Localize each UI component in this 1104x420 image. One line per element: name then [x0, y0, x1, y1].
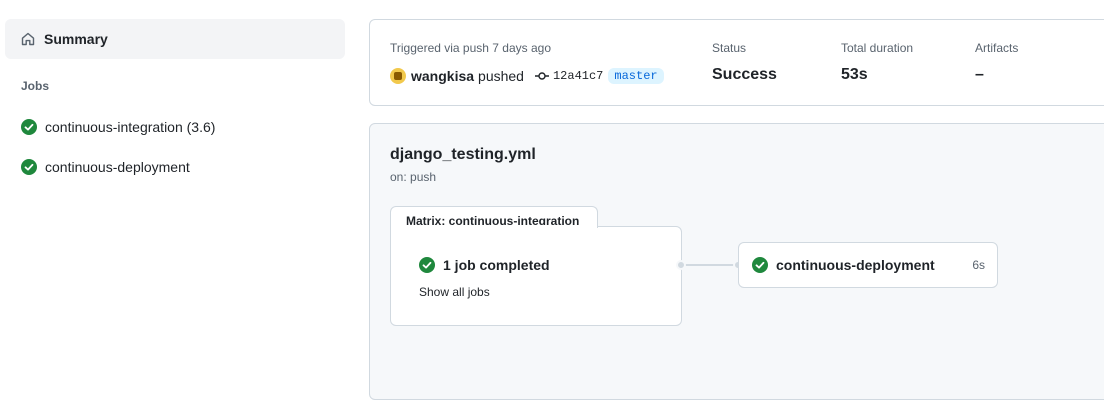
check-circle-icon	[752, 257, 768, 273]
run-summary-card	[369, 19, 1104, 106]
sidebar-item-summary[interactable]: Summary	[5, 19, 345, 59]
matrix-tab: Matrix: continuous-integration	[390, 206, 598, 228]
duration-label: Total duration	[841, 41, 914, 55]
matrix-tab-join	[391, 225, 597, 228]
check-circle-icon	[21, 159, 37, 175]
matrix-job-card	[390, 226, 682, 326]
artifacts-label: Artifacts	[975, 41, 1019, 55]
job-connector	[681, 264, 739, 266]
push-action-text: pushed	[478, 68, 524, 84]
status-value: Success	[712, 66, 777, 83]
commit-link[interactable]: 12a41c7	[534, 68, 603, 84]
show-all-jobs-link[interactable]: Show all jobs	[419, 285, 490, 299]
artifacts-value: –	[975, 66, 984, 83]
avatar[interactable]	[390, 68, 406, 84]
matrix-summary-label: 1 job completed	[443, 257, 550, 273]
deploy-job-label: continuous-deployment	[776, 257, 935, 273]
deploy-job-duration: 6s	[972, 258, 985, 272]
check-circle-icon	[419, 257, 435, 273]
jobs-heading: Jobs	[21, 79, 50, 93]
home-icon	[21, 32, 35, 46]
branch-badge[interactable]: master	[608, 68, 664, 84]
duration-value: 53s	[841, 66, 868, 83]
sidebar-job-continuous-deployment[interactable]: continuous-deployment	[21, 157, 190, 177]
trigger-text: Triggered via push 7 days ago	[390, 41, 551, 55]
status-label: Status	[712, 41, 747, 55]
workflow-trigger: on: push	[390, 170, 437, 184]
sidebar-job-continuous-integration[interactable]: continuous-integration (3.6)	[21, 117, 215, 137]
workflow-file-name[interactable]: django_testing.yml	[390, 146, 536, 163]
matrix-summary: 1 job completed	[419, 255, 550, 275]
push-info: wangkisa pushed 12a41c7 master	[390, 66, 664, 86]
sidebar-job-label: continuous-integration (3.6)	[45, 119, 216, 135]
commit-sha: 12a41c7	[552, 69, 604, 83]
check-circle-icon	[21, 119, 37, 135]
sidebar-job-label: continuous-deployment	[45, 159, 190, 175]
git-commit-icon	[534, 72, 549, 80]
sidebar-item-summary-label: Summary	[44, 31, 108, 47]
deploy-job-card[interactable]: continuous-deployment 6s	[738, 242, 998, 288]
actor-link[interactable]: wangkisa	[411, 68, 475, 84]
connector-start-dot	[676, 260, 686, 270]
